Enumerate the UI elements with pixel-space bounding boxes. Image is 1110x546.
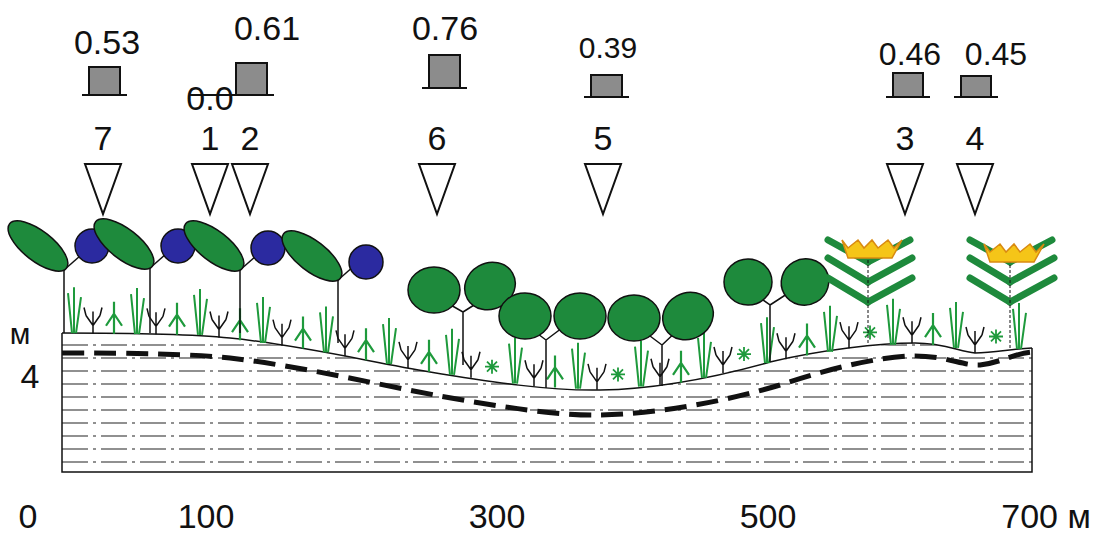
- shrub-symbol: [651, 359, 669, 385]
- bar-value: 0.0: [186, 81, 233, 115]
- soil-layers: [62, 345, 1032, 462]
- shrub-symbol: [588, 364, 606, 390]
- shrub-symbol: [525, 360, 543, 386]
- shrub-symbol: [462, 352, 480, 378]
- herb-star: [863, 325, 877, 339]
- soil-layer-line: [62, 461, 1032, 462]
- herb-arrow: [358, 328, 374, 360]
- herb-star: [611, 367, 625, 381]
- round-crown-trees: [408, 250, 837, 388]
- herb-arrow: [673, 351, 689, 383]
- herb-arrow: [547, 355, 563, 387]
- soil-layer-line: [62, 383, 1032, 384]
- bar-value: 0.46: [879, 38, 941, 70]
- herb-star: [737, 347, 751, 361]
- axis-tick-label: 0: [19, 499, 38, 533]
- grass-tuft: [320, 306, 333, 352]
- axis-tick-label: 300: [469, 499, 526, 533]
- shrub-symbol: [840, 322, 858, 348]
- bar-value: 0.39: [579, 33, 637, 63]
- grass-tuft: [698, 332, 711, 378]
- well-number: 5: [594, 121, 613, 155]
- well-number: 4: [966, 121, 985, 155]
- herb-arrow: [925, 313, 941, 345]
- soil-border: [62, 333, 1032, 472]
- grass-tuft: [824, 306, 837, 352]
- bar-value: 0.61: [234, 11, 300, 45]
- grass-tuft: [509, 338, 522, 384]
- grass-tuft: [446, 329, 459, 375]
- grass-tuft: [1013, 303, 1026, 349]
- axis-tick-label: 100: [178, 499, 235, 533]
- shrub-symbol: [273, 320, 291, 346]
- grass-tuft: [635, 341, 648, 387]
- soil-layer-line: [62, 448, 1032, 449]
- axis-tick-label: 4: [21, 359, 40, 393]
- soil-layer-line: [62, 435, 1032, 436]
- herb-star: [485, 360, 499, 374]
- water-table: [62, 352, 1032, 415]
- well-number: 1: [201, 121, 220, 155]
- shrub-symbol: [966, 327, 984, 353]
- herb-arrow: [421, 340, 437, 372]
- grass-tuft: [383, 318, 396, 364]
- grass-tuft: [257, 297, 270, 343]
- axis-unit: м: [10, 319, 31, 349]
- broadleaf-trees: [0, 210, 383, 343]
- soil-layer-line: [62, 422, 1032, 423]
- herb-arrow: [295, 317, 311, 349]
- bar-value: 0.76: [412, 11, 478, 45]
- shrub-symbol: [777, 333, 795, 359]
- vegetation: [68, 287, 1026, 390]
- herb-arrow: [799, 324, 815, 356]
- well-number: 3: [896, 121, 915, 155]
- grass-tuft: [131, 288, 144, 334]
- axis-tick-label: 700 м: [1001, 499, 1091, 533]
- grass-tuft: [761, 317, 774, 363]
- soil-layer-line: [62, 370, 1032, 371]
- shrub-symbol: [210, 311, 228, 337]
- well-number: 2: [241, 121, 260, 155]
- flowering-plants: [828, 240, 1054, 349]
- bar-value: 0.53: [74, 25, 140, 59]
- soil-frame: [62, 333, 1032, 472]
- grass-tuft: [950, 302, 963, 348]
- well-number: 6: [428, 121, 447, 155]
- well-number: 7: [94, 121, 113, 155]
- grass-tuft: [887, 299, 900, 345]
- ground-surface: [62, 333, 1032, 390]
- grass-tuft: [572, 343, 585, 389]
- axis-tick-label: 500: [740, 499, 797, 533]
- shrub-symbol: [714, 347, 732, 373]
- grass-tuft: [68, 287, 81, 333]
- shrub-symbol: [903, 317, 921, 343]
- grass-tuft: [194, 289, 207, 335]
- herb-arrow: [106, 302, 122, 334]
- herb-star: [989, 329, 1003, 343]
- shrub-symbol: [399, 342, 417, 368]
- bar-value: 0.45: [965, 38, 1027, 70]
- herb-arrow: [169, 303, 185, 335]
- well-markers: [85, 164, 993, 214]
- soil-layer-line: [62, 396, 1032, 397]
- shrub-symbol: [84, 307, 102, 333]
